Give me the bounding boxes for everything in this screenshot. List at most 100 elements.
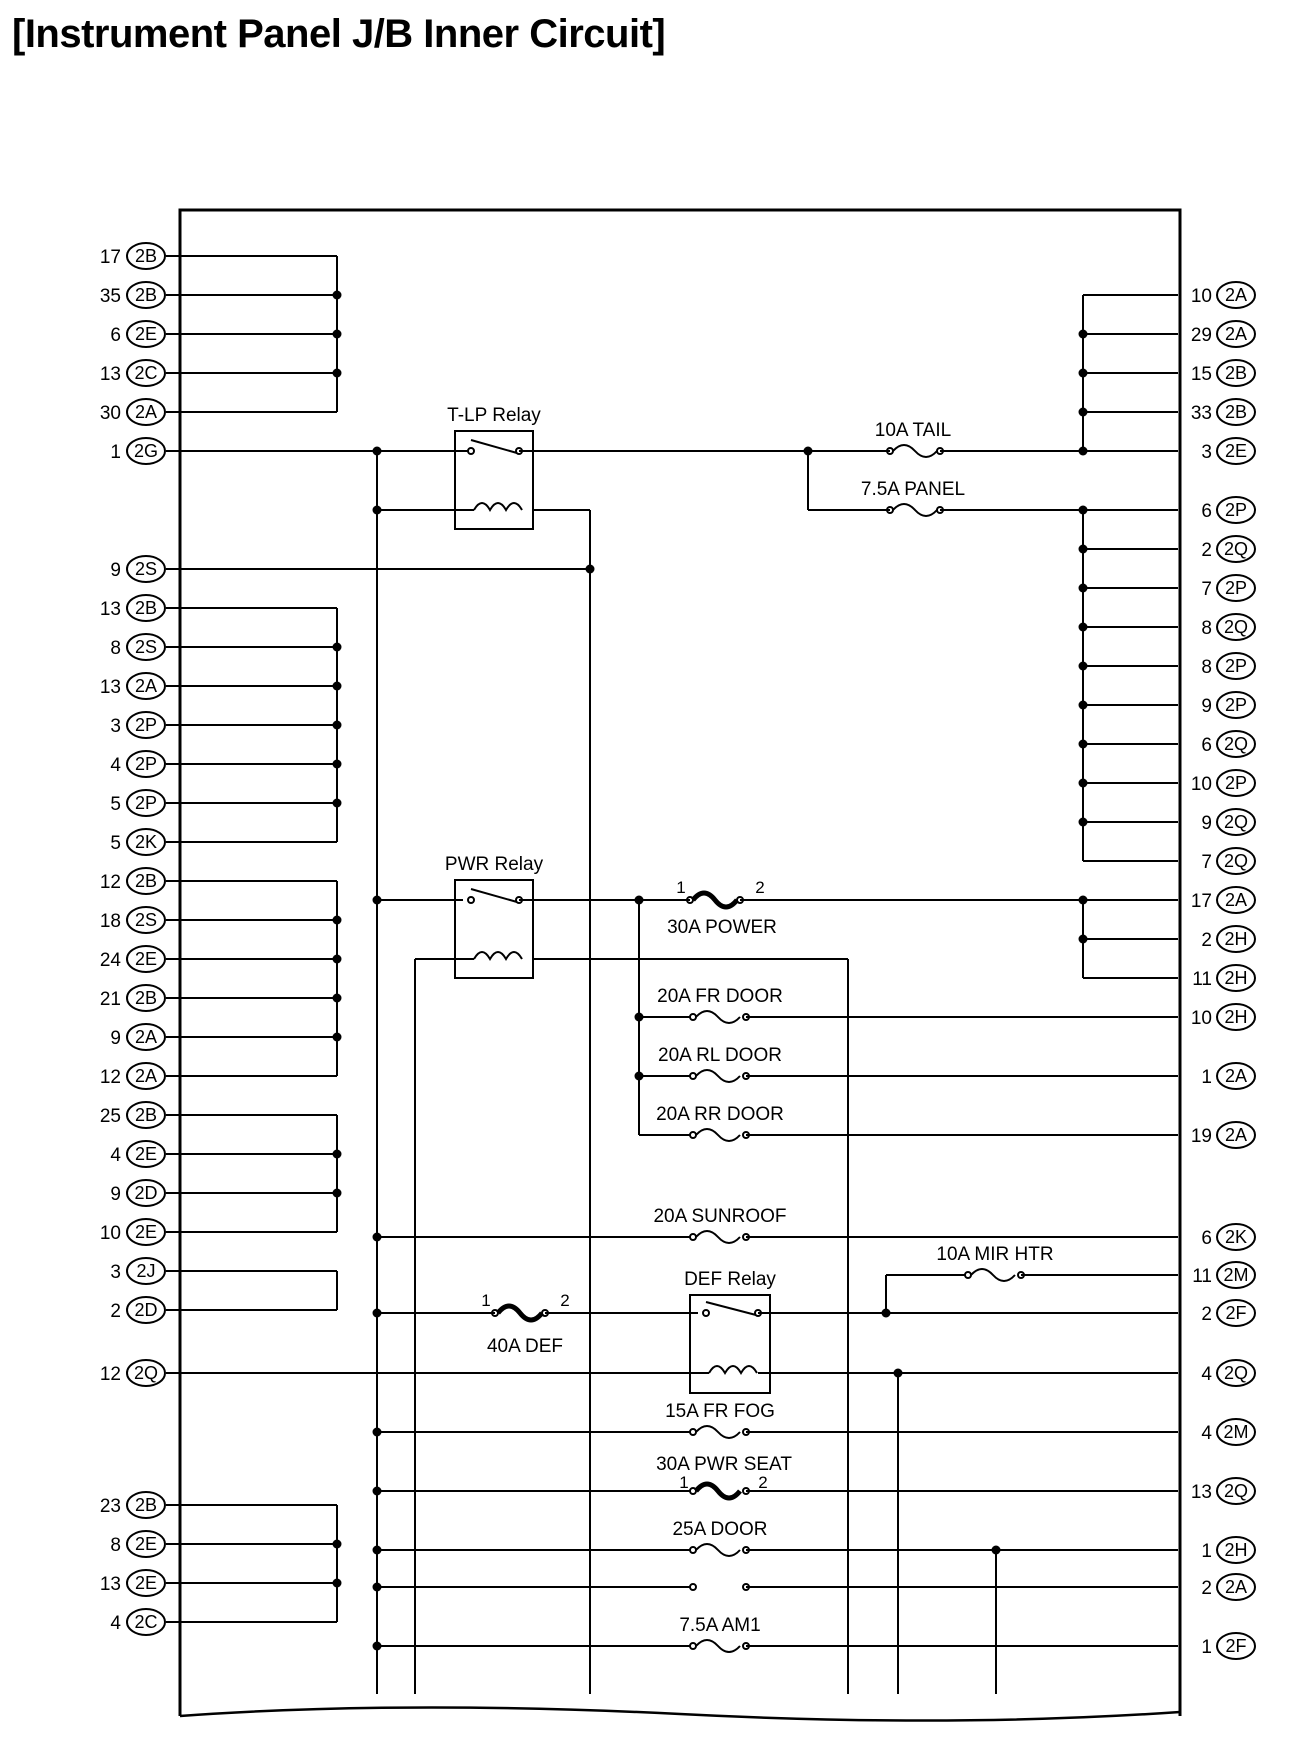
connector-code: 2B [135,285,157,305]
connector-code: 2Q [1224,812,1248,832]
connector-badge [126,359,166,387]
connector-badge [1216,1632,1256,1660]
connector-code: 2H [1224,1540,1247,1560]
connector-badge [1216,359,1256,387]
connector-badge [126,789,166,817]
connector-badge [1216,437,1256,465]
connector-code: 2E [135,1534,157,1554]
fuse-tail-label: 10A TAIL [875,420,951,441]
terminal-pin-number: 17 [100,247,121,268]
connector-badge [1216,574,1256,602]
terminal-pin-number: 33 [1191,403,1212,424]
connector-badge [1216,1261,1256,1289]
connector-badge [126,1179,166,1207]
connector-badge [126,1569,166,1597]
connector-code: 2F [1225,1636,1246,1656]
connector-code: 2Q [1224,539,1248,559]
connector-badge [1216,691,1256,719]
terminal-pin-number: 2 [1201,1578,1212,1599]
terminal-pin-number: 6 [110,325,121,346]
connector-badge [1216,320,1256,348]
fuse-sunroof-label: 20A SUNROOF [653,1206,786,1227]
right-terminal: 1 2F [1201,1632,1256,1660]
connector-code: 2E [135,1144,157,1164]
fuse-rl-door-label: 20A RL DOOR [658,1045,782,1066]
connector-badge [1216,847,1256,875]
left-terminal: 3 2P [110,711,166,739]
connector-badge [126,672,166,700]
terminal-pin-number: 4 [110,1613,121,1634]
right-terminal: 3 2E [1201,437,1256,465]
connector-code: 2E [1225,441,1247,461]
fuse-mir-htr-label: 10A MIR HTR [936,1244,1053,1265]
connector-badge [1216,730,1256,758]
connector-badge [126,750,166,778]
connector-code: 2P [135,754,157,774]
connector-code: 2B [135,598,157,618]
fuse-fr-fog-label: 15A FR FOG [665,1401,775,1422]
fuse-pwr-seat-pin-1: 1 [679,1473,688,1492]
connector-code: 2P [1225,500,1247,520]
connector-code: 2A [135,676,157,696]
connector-code: 2B [1225,363,1247,383]
connector-badge [126,1530,166,1558]
terminal-pin-number: 15 [1191,364,1212,385]
connector-badge [1216,1121,1256,1149]
terminal-pin-number: 10 [1191,286,1212,307]
terminal-pin-number: 11 [1192,1266,1212,1287]
connector-badge [126,594,166,622]
connector-code: 2A [1225,1577,1247,1597]
terminal-pin-number: 4 [1201,1423,1212,1444]
connector-code: 2A [135,1066,157,1086]
terminal-pin-number: 6 [1201,501,1212,522]
connector-code: 2C [134,1612,157,1632]
fuse-pwr-seat-pin-2: 2 [758,1473,767,1492]
terminal-pin-number: 3 [110,1262,121,1283]
connector-badge [1216,496,1256,524]
junction-block-break [179,1706,1181,1722]
fuse-power-pin-1: 1 [676,878,685,897]
terminal-pin-number: 3 [1201,442,1212,463]
connector-code: 2P [135,715,157,735]
terminal-pin-number: 13 [100,364,121,385]
fuse-pwr-seat [689,1481,750,1501]
fuse-fr-door-label: 20A FR DOOR [657,986,783,1007]
connector-code: 2H [1224,1007,1247,1027]
terminal-pin-number: 3 [110,716,121,737]
fuse-spare-empty [689,1583,750,1591]
terminal-pin-number: 13 [100,599,121,620]
connector-code: 2E [135,949,157,969]
connector-code: 2H [1224,929,1247,949]
terminal-pin-number: 10 [1191,774,1212,795]
terminal-pin-number: 2 [110,1301,121,1322]
connector-code: 2S [135,910,157,930]
fuse-power [686,890,744,910]
def-relay [689,1294,771,1394]
terminal-pin-number: 1 [1201,1637,1212,1658]
terminal-pin-number: 12 [100,872,121,893]
pwr-relay [454,879,534,979]
connector-code: 2P [1225,773,1247,793]
connector-code: 2S [135,559,157,579]
pwr-relay-label: PWR Relay [445,854,544,875]
connector-badge [126,320,166,348]
terminal-pin-number: 2 [1201,930,1212,951]
connector-badge [126,437,166,465]
